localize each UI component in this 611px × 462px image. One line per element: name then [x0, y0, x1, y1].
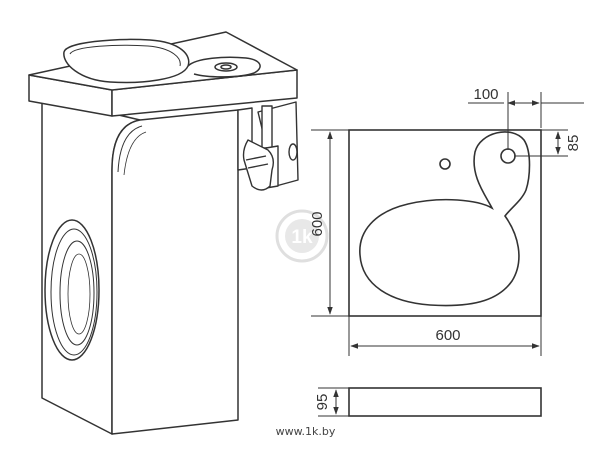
washing-machine-icon — [41, 96, 239, 435]
sink-icon — [28, 31, 298, 117]
sink-plan-basin — [359, 131, 531, 307]
drain-siphon-icon — [237, 101, 299, 191]
faucet-hole-icon — [439, 158, 451, 170]
porthole-door — [44, 219, 100, 361]
sink-profile-slab — [348, 387, 542, 417]
sink-bowl — [63, 38, 190, 84]
watermark-logo-text: 1k — [291, 227, 313, 248]
machine-side-panel — [111, 109, 239, 435]
dim-thickness-label: 95 — [314, 394, 331, 411]
dimension-arrow-icon — [311, 92, 584, 417]
dim-depth-label: 600 — [309, 211, 326, 236]
watermark-logo-icon: 1k — [275, 209, 329, 263]
plan-drain-hole — [500, 148, 516, 164]
dim-width-label: 600 — [435, 327, 460, 344]
watermark-caption: www.1k.by — [275, 425, 336, 438]
dim-tap-y-label: 85 — [565, 135, 582, 152]
dim-tap-x-label: 100 — [473, 86, 498, 103]
sink-plan-view — [348, 129, 542, 317]
